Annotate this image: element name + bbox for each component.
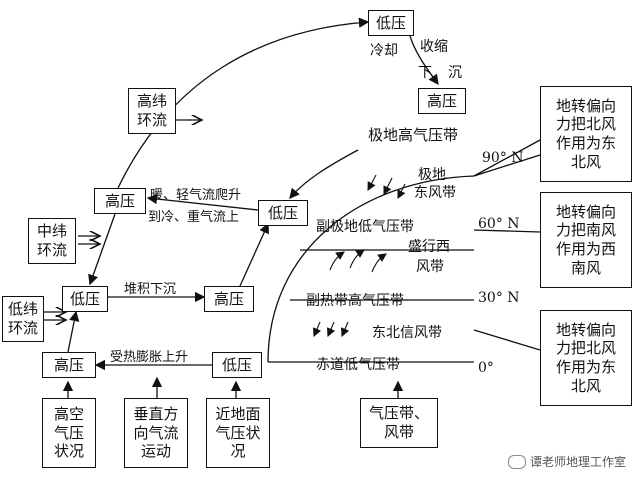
label-accumulate: 堆积下沉 [124,282,177,297]
deflection-box-middle: 地转偏向 力把南风 作用为西 南风 [540,192,632,288]
top-high-text: 高压 [426,92,457,110]
ne-trade-label: 东北信风带 [372,325,442,341]
equatorial-low-label: 赤道低气压带 [316,357,400,373]
left-high-text: 高压 [104,192,135,210]
latitude-30-label: 30° N [478,290,520,306]
mid-low-box: 低压 [258,200,308,226]
arrow-low-to-left-high [146,193,259,211]
label-cold-up: 到冷、重气流上 [148,210,240,225]
subpolar-low-label: 副极地低气压带 [316,219,414,235]
mid-high-text: 高压 [213,290,244,308]
bottom-high-box: 高压 [42,352,96,378]
bottom-high-text: 高压 [53,356,84,374]
latitude-90-label: 90° N [482,150,524,166]
bottom-low-text: 低压 [221,356,252,374]
westerly-label-1: 盛行西 [408,239,450,255]
arrow-mid-high-to-mid-low [239,222,269,287]
left-low-box: 低压 [62,286,108,312]
watermark: 谭老师地理工作室 [507,453,626,470]
label-cooling: 冷却 [370,43,398,59]
mid-latitude-circulation-box: 中纬 环流 [28,218,76,264]
top-low-box: 低压 [368,10,414,36]
polar-high-belt: 极地高气压带 [352,122,474,148]
bottom-low-box: 低压 [212,352,262,378]
label-down: 下 [418,65,432,81]
label-shrinking: 收缩 [420,39,448,55]
deflection-box-bottom: 地转偏向 力把北风 作用为东 北风 [540,310,632,406]
label-warm-rise: 暖、轻气流爬升 [150,188,242,203]
subtropical-high-label: 副热带高气压带 [306,293,404,309]
polar-east-label-2: 东风带 [414,185,456,201]
westerly-label-2: 风带 [416,259,444,275]
mid-high-box: 高压 [204,286,254,312]
vertical-flow-caption-box: 垂直方 向气流 运动 [124,398,188,468]
deflection-box-top: 地转偏向 力把北风 作用为东 北风 [540,86,632,182]
wechat-icon [507,454,526,469]
high-latitude-circulation-box: 高纬 环流 [128,88,176,134]
low-latitude-circulation-box: 低纬 环流 [2,296,44,342]
surface-pressure-caption-box: 近地面 气压状 况 [206,398,270,468]
left-high-box: 高压 [94,188,146,214]
earth-outline [267,175,475,363]
polar-east-label-1: 极地 [418,167,446,183]
arrow-polar-high-to-low [289,149,359,199]
upper-air-caption-box: 高空 气压 状况 [42,398,96,468]
belts-caption-box: 气压带、 风带 [360,398,438,448]
arrow-bottom-high-to-left-low [67,310,80,353]
label-sink: 沉 [448,65,462,81]
arrow-left-high-to-left-low [88,213,116,286]
label-heat-rise: 受热膨胀上升 [110,350,189,365]
left-low-text: 低压 [69,290,100,308]
latitude-0-label: 0° [478,360,494,376]
mid-low-text: 低压 [267,204,298,222]
arrow-high-to-top-low [117,17,370,189]
latitude-60-label: 60° N [478,216,520,232]
top-low-text: 低压 [375,14,406,32]
top-high-box: 高压 [418,88,466,114]
arrow-top-low-to-top-high [409,35,439,86]
